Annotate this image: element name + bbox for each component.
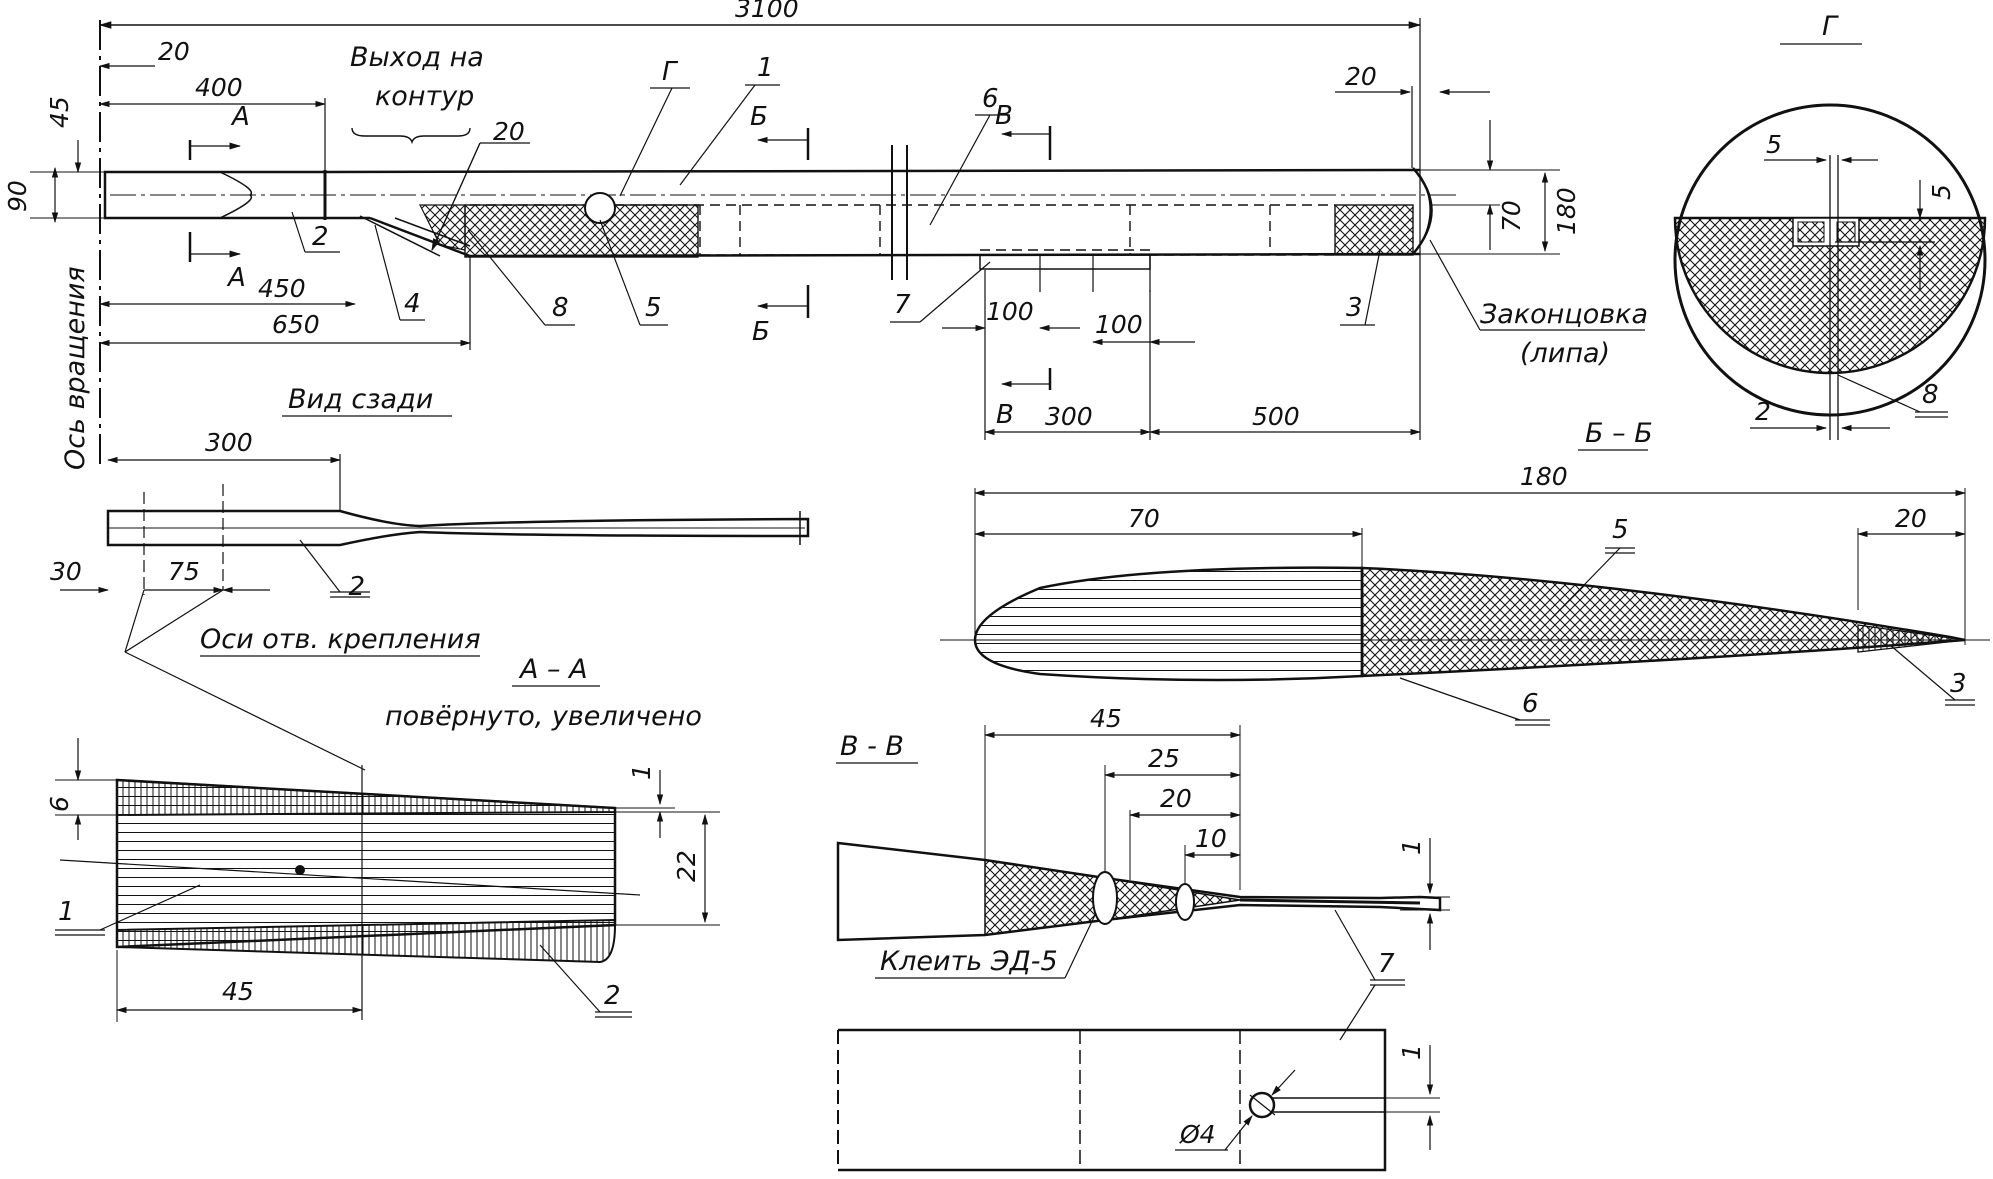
part-8-detail: 8 xyxy=(1922,380,1939,410)
part-6-bb: 6 xyxy=(1522,689,1539,719)
detail-g-view: Г 5 5 2 8 xyxy=(1673,11,1987,440)
dim-flap-20: 20 xyxy=(493,117,525,146)
tip-label-line2: (липа) xyxy=(1520,338,1610,369)
exit-contour-line1: Выход на xyxy=(350,42,484,73)
dim-vv-1: 1 xyxy=(1397,839,1426,855)
dim-tab-1: 1 xyxy=(1397,1044,1426,1060)
part-7-vv: 7 xyxy=(1378,949,1395,979)
dim-g-5b: 5 xyxy=(1927,184,1956,200)
dim-left-offset: 20 xyxy=(158,37,190,66)
dim-aa-6: 6 xyxy=(45,796,74,812)
part-3-plan: 3 xyxy=(1346,293,1363,323)
part-5-plan: 5 xyxy=(645,293,662,323)
dim-g-5a: 5 xyxy=(1766,130,1782,159)
dim-100-a: 100 xyxy=(986,297,1034,326)
mount-axes-label: Оси отв. крепления xyxy=(200,624,481,655)
section-bb-view: Б – Б 180 70 20 5 6 3 xyxy=(940,418,1990,726)
dim-tip-20: 20 xyxy=(1345,62,1377,91)
part-2-plan: 2 xyxy=(312,222,329,252)
dim-bb-20: 20 xyxy=(1895,504,1927,533)
dim-bb-180: 180 xyxy=(1520,462,1568,491)
exit-contour-line2: контур xyxy=(375,81,474,112)
part-1-plan: 1 xyxy=(757,53,774,83)
part-2-aa: 2 xyxy=(604,981,621,1011)
dim-aa-45: 45 xyxy=(222,977,254,1006)
dim-g-2: 2 xyxy=(1755,397,1771,426)
dim-rear-75: 75 xyxy=(168,557,200,586)
dim-rear-30: 30 xyxy=(50,557,82,586)
dim-300: 300 xyxy=(1045,402,1093,431)
part-1-aa: 1 xyxy=(58,897,75,927)
dim-h-70: 70 xyxy=(1497,200,1526,232)
part-8-plan: 8 xyxy=(552,293,569,323)
dim-hole-d4: Ø4 xyxy=(1179,1120,1216,1149)
detail-g-title: Г xyxy=(1822,11,1839,42)
dim-total-length: 3100 xyxy=(735,0,799,23)
part-4-plan: 4 xyxy=(404,289,421,319)
dim-aa-22: 22 xyxy=(672,850,701,882)
section-vv-view: В - В 45 25 20 10 1 Клеить ЭД-5 xyxy=(836,704,1450,1172)
dim-vv-25: 25 xyxy=(1148,744,1180,773)
dim-root-90: 90 xyxy=(3,180,32,212)
dim-vv-20: 20 xyxy=(1160,784,1192,813)
dim-len-650: 650 xyxy=(272,310,320,339)
plan-view: Ось вращения 3100 20 400 45 90 xyxy=(3,0,1648,470)
part-2-rear: 2 xyxy=(348,572,365,602)
section-a-top: А xyxy=(230,102,250,132)
section-b-bottom: Б xyxy=(752,317,770,347)
section-aa-title: А – А xyxy=(518,654,588,685)
dim-len-450: 450 xyxy=(258,274,306,303)
rear-view: Вид сзади 300 30 75 2 Оси отв. крепления xyxy=(50,384,810,771)
dim-vv-10: 10 xyxy=(1195,824,1227,853)
rotation-axis-label: Ось вращения xyxy=(60,266,91,470)
dim-aa-1: 1 xyxy=(627,764,656,780)
section-aa-note: повёрнуто, увеличено xyxy=(385,701,702,732)
detail-g-marker: Г xyxy=(662,57,679,87)
dim-rear-300: 300 xyxy=(205,428,253,457)
rear-view-title: Вид сзади xyxy=(288,384,433,415)
section-bb-title: Б – Б xyxy=(1585,418,1653,449)
dim-vv-45: 45 xyxy=(1090,704,1122,733)
section-v-bottom: В xyxy=(996,400,1014,430)
dim-bb-70: 70 xyxy=(1128,504,1160,533)
tip-label-line1: Законцовка xyxy=(1480,299,1648,330)
section-aa-view: А – А повёрнуто, увеличено 6 1 22 45 xyxy=(45,654,720,1022)
dim-root-45: 45 xyxy=(45,96,74,128)
part-3-bb: 3 xyxy=(1950,669,1967,699)
glue-label: Клеить ЭД-5 xyxy=(880,946,1058,977)
section-a-bottom: А xyxy=(226,263,246,293)
part-5-bb: 5 xyxy=(1612,515,1629,545)
dim-100-b: 100 xyxy=(1095,310,1143,339)
section-v-top: В xyxy=(995,101,1013,131)
dim-500: 500 xyxy=(1252,402,1300,431)
part-7-plan: 7 xyxy=(894,290,911,320)
part-6-plan: 6 xyxy=(982,84,999,114)
section-vv-title: В - В xyxy=(840,731,904,762)
dim-h-180: 180 xyxy=(1552,187,1581,235)
dim-len-400: 400 xyxy=(195,73,243,102)
section-b-top: Б xyxy=(750,102,768,132)
